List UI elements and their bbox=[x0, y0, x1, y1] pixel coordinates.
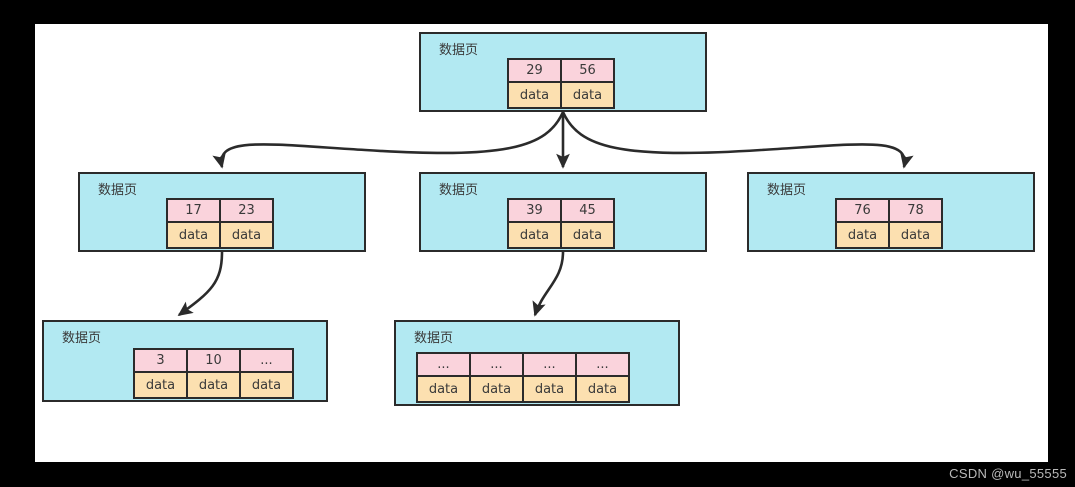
cell-group: ... data ... data ... data ... data bbox=[416, 352, 630, 403]
key-cell: ... bbox=[575, 352, 630, 377]
data-cell: data bbox=[469, 375, 524, 403]
cell-group: 29 data 56 data bbox=[507, 58, 615, 109]
data-cell: data bbox=[166, 221, 221, 249]
cell-group: 76 data 78 data bbox=[835, 198, 943, 249]
arrow-level2-middle-to-level3-middle bbox=[532, 251, 565, 317]
data-cell: data bbox=[186, 371, 241, 399]
key-cell: 17 bbox=[166, 198, 221, 223]
cell-group: 39 data 45 data bbox=[507, 198, 615, 249]
node-label: 数据页 bbox=[62, 331, 102, 346]
data-cell: data bbox=[835, 221, 890, 249]
arrow-root-to-level2-left bbox=[212, 111, 565, 169]
data-cell: data bbox=[416, 375, 471, 403]
key-cell: 39 bbox=[507, 198, 562, 223]
cell-column[interactable]: ... data bbox=[469, 352, 524, 403]
cell-column[interactable]: 56 data bbox=[560, 58, 615, 109]
node-level3-middle[interactable]: 数据页 ... data ... data ... data bbox=[394, 320, 680, 406]
key-cell: 45 bbox=[560, 198, 615, 223]
data-cell: data bbox=[133, 371, 188, 399]
key-cell: ... bbox=[522, 352, 577, 377]
node-level2-middle[interactable]: 数据页 39 data 45 data bbox=[419, 172, 707, 252]
cell-column[interactable]: 45 data bbox=[560, 198, 615, 249]
cell-column[interactable]: 17 data bbox=[166, 198, 221, 249]
key-cell: ... bbox=[239, 348, 294, 373]
key-cell: 29 bbox=[507, 58, 562, 83]
key-cell: 78 bbox=[888, 198, 943, 223]
key-cell: 3 bbox=[133, 348, 188, 373]
node-level3-left[interactable]: 数据页 3 data 10 data ... data bbox=[42, 320, 328, 402]
btree-diagram: 数据页 29 data 56 data 数据页 17 bbox=[35, 24, 1048, 462]
data-cell: data bbox=[219, 221, 274, 249]
data-cell: data bbox=[239, 371, 294, 399]
arrow-root-to-level2-right bbox=[561, 111, 914, 169]
cell-column[interactable]: ... data bbox=[522, 352, 577, 403]
node-label: 数据页 bbox=[439, 43, 479, 58]
cell-column[interactable]: 3 data bbox=[133, 348, 188, 399]
watermark-text: CSDN @wu_55555 bbox=[949, 466, 1067, 481]
cell-column[interactable]: 39 data bbox=[507, 198, 562, 249]
key-cell: 23 bbox=[219, 198, 274, 223]
data-cell: data bbox=[507, 221, 562, 249]
diagram-canvas: 数据页 29 data 56 data 数据页 17 bbox=[35, 24, 1048, 462]
node-root[interactable]: 数据页 29 data 56 data bbox=[419, 32, 707, 112]
cell-column[interactable]: ... data bbox=[416, 352, 471, 403]
data-cell: data bbox=[560, 81, 615, 109]
key-cell: ... bbox=[416, 352, 471, 377]
cell-group: 3 data 10 data ... data bbox=[133, 348, 294, 399]
key-cell: 10 bbox=[186, 348, 241, 373]
node-level2-right[interactable]: 数据页 76 data 78 data bbox=[747, 172, 1035, 252]
node-label: 数据页 bbox=[98, 183, 138, 198]
node-label: 数据页 bbox=[767, 183, 807, 198]
node-level2-left[interactable]: 数据页 17 data 23 data bbox=[78, 172, 366, 252]
node-label: 数据页 bbox=[414, 331, 454, 346]
cell-group: 17 data 23 data bbox=[166, 198, 274, 249]
arrow-level2-left-to-level3-left bbox=[177, 251, 224, 317]
data-cell: data bbox=[888, 221, 943, 249]
cell-column[interactable]: 10 data bbox=[186, 348, 241, 399]
cell-column[interactable]: ... data bbox=[575, 352, 630, 403]
data-cell: data bbox=[560, 221, 615, 249]
data-cell: data bbox=[575, 375, 630, 403]
cell-column[interactable]: 29 data bbox=[507, 58, 562, 109]
cell-column[interactable]: 76 data bbox=[835, 198, 890, 249]
key-cell: 56 bbox=[560, 58, 615, 83]
cell-column[interactable]: ... data bbox=[239, 348, 294, 399]
key-cell: ... bbox=[469, 352, 524, 377]
key-cell: 76 bbox=[835, 198, 890, 223]
cell-column[interactable]: 78 data bbox=[888, 198, 943, 249]
cell-column[interactable]: 23 data bbox=[219, 198, 274, 249]
data-cell: data bbox=[507, 81, 562, 109]
data-cell: data bbox=[522, 375, 577, 403]
node-label: 数据页 bbox=[439, 183, 479, 198]
